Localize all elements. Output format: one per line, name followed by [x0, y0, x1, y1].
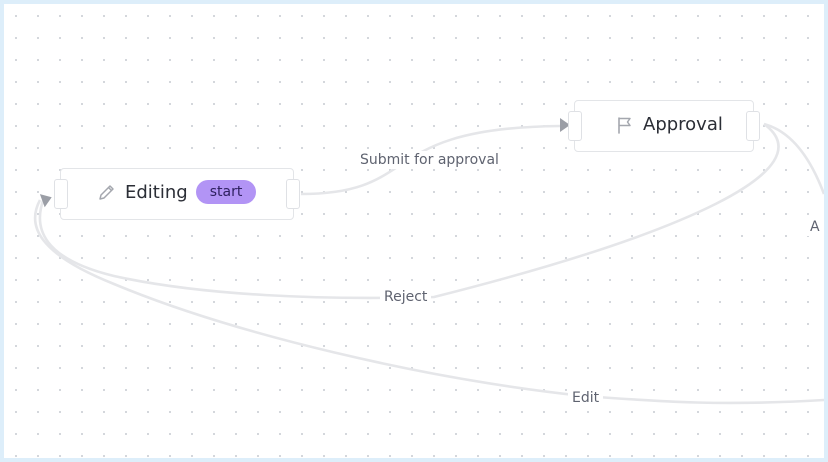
node-approval[interactable]: Approval — [568, 100, 760, 152]
approval-output-handle[interactable] — [746, 111, 760, 141]
edge-label-offscreen[interactable]: A — [806, 218, 824, 236]
start-badge: start — [195, 180, 257, 204]
approval-title: Approval — [643, 114, 723, 135]
approval-input-handle[interactable] — [568, 111, 582, 141]
editing-output-handle[interactable] — [286, 179, 300, 209]
edge-reject[interactable] — [38, 122, 780, 300]
edge-layer — [33, 122, 824, 405]
pencil-icon — [97, 182, 117, 202]
editing-input-handle[interactable] — [54, 179, 68, 209]
edge-label-reject[interactable]: Reject — [380, 288, 432, 306]
edge-edit[interactable] — [33, 199, 824, 405]
workflow-canvas[interactable]: Editing start Approval Submit for approv… — [4, 4, 824, 458]
edge-approval-out[interactable] — [763, 122, 824, 195]
arrow-into-approval — [560, 118, 570, 132]
edge-label-submit-for-approval[interactable]: Submit for approval — [356, 151, 503, 169]
flag-icon — [615, 115, 635, 135]
node-editing[interactable]: Editing start — [54, 168, 300, 220]
edge-label-edit[interactable]: Edit — [568, 389, 604, 407]
editing-title: Editing — [125, 181, 188, 203]
